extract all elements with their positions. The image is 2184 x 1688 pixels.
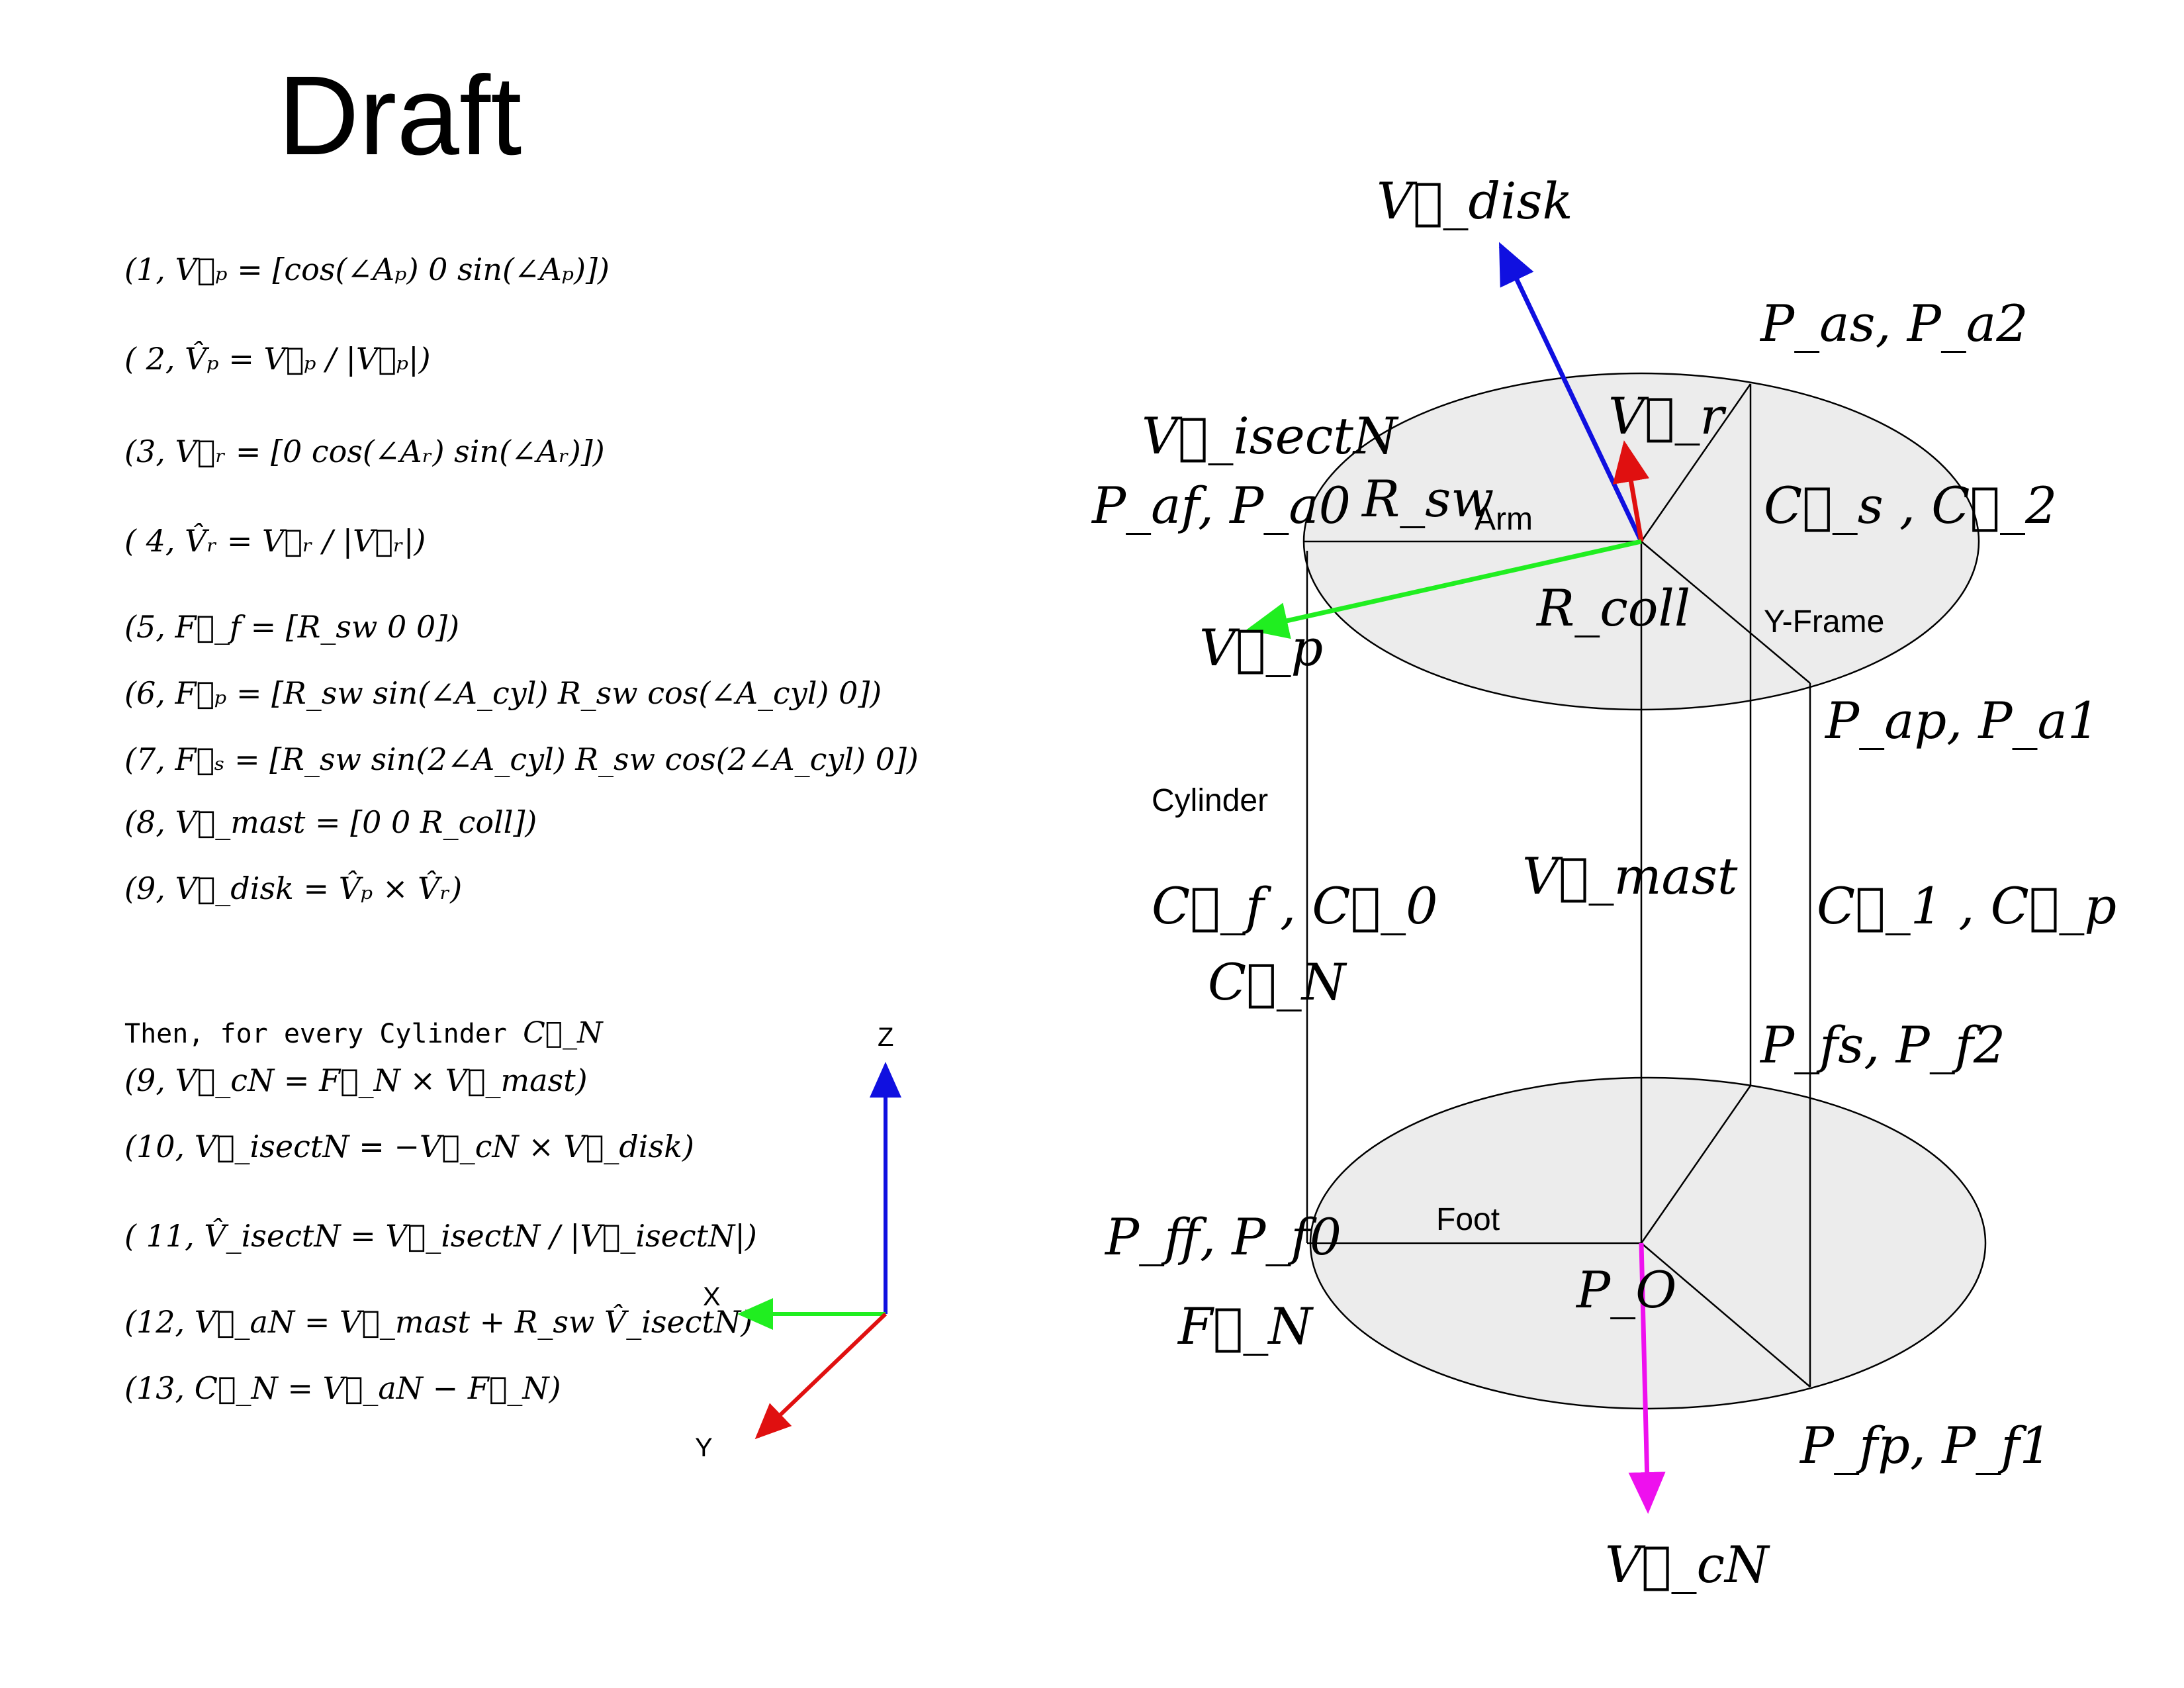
label-f-n: F⃗_N	[1177, 1297, 1314, 1356]
label-v-mast: V⃗_mast	[1522, 847, 1738, 906]
then-symbol: C⃗_N	[523, 1016, 603, 1050]
label-p-af: P_af, P_a0	[1091, 476, 1351, 535]
equation-4: ( 4, V̂ᵣ = V⃗ᵣ / |V⃗ᵣ|)	[124, 523, 426, 559]
v-r-arrow	[1612, 440, 1650, 542]
top-spoke-s	[1640, 383, 1752, 542]
top-spoke-p	[1641, 541, 1811, 684]
label-r-sw: R_sw	[1361, 469, 1494, 528]
label-p-fp: P_fp, P_f1	[1799, 1416, 2052, 1475]
v-disk-arrow	[1498, 242, 1644, 543]
then-line: Then, for every Cylinder C⃗_N	[124, 1016, 603, 1050]
label-cylinder: Cylinder	[1152, 783, 1268, 818]
bottom-spoke-s	[1640, 1085, 1752, 1244]
y-axis-label: Y	[695, 1433, 713, 1462]
diagram-labels: V⃗_disk P_as, P_a2 V⃗_isectN P_af, P_a0 …	[1091, 171, 2116, 1594]
equation-5: (5, F⃗_f = [R_sw 0 0])	[124, 609, 460, 645]
label-v-cn: V⃗_cN	[1605, 1535, 1770, 1594]
label-c-f: C⃗_f , C⃗_0	[1152, 876, 1437, 935]
equation-10: (10, V⃗_isectN = −V⃗_cN × V⃗_disk)	[124, 1129, 694, 1164]
axes-widget: Z X Y	[695, 1023, 901, 1462]
vectors	[1246, 242, 1666, 1514]
label-c-n: C⃗_N	[1208, 953, 1347, 1011]
label-r-coll: R_coll	[1535, 579, 1690, 637]
equation-9b: (9, V⃗_cN = F⃗_N × V⃗_mast)	[124, 1062, 588, 1098]
page-title: Draft	[278, 53, 522, 179]
label-y-frame: Y-Frame	[1764, 604, 1884, 639]
v-cn-arrow	[1628, 1243, 1666, 1514]
label-c-1: C⃗_1 , C⃗_p	[1817, 876, 2116, 935]
label-v-p: V⃗_p	[1199, 618, 1323, 677]
equation-7: (7, F⃗ₛ = [R_sw sin(2∠A_cyl) R_sw cos(2∠…	[124, 741, 919, 777]
label-arm: Arm	[1475, 502, 1533, 537]
label-p-ff: P_ff, P_f0	[1104, 1207, 1342, 1266]
label-c-s: C⃗_s , C⃗_2	[1764, 476, 2057, 535]
equation-12: (12, V⃗_aN = V⃗_mast + R_sw V̂_isectN)	[124, 1304, 753, 1340]
v-p-arrow	[1246, 539, 1642, 639]
z-axis-label: Z	[878, 1023, 893, 1052]
label-p-as: P_as, P_a2	[1759, 294, 2028, 353]
label-p-o: P_O	[1575, 1260, 1676, 1319]
label-foot: Foot	[1436, 1202, 1500, 1237]
label-p-ap: P_ap, P_a1	[1824, 691, 2099, 750]
cylinder-body	[1302, 372, 1987, 1410]
label-p-fs: P_fs, P_f2	[1759, 1015, 2005, 1074]
y-axis	[754, 1312, 887, 1440]
bottom-spoke-p	[1641, 1243, 1811, 1387]
equation-2: ( 2, V̂ₚ = V⃗ₚ / |V⃗ₚ|)	[124, 341, 431, 377]
equation-6: (6, F⃗ₚ = [R_sw sin(∠A_cyl) R_sw cos(∠A_…	[124, 675, 882, 711]
equation-11: ( 11, V̂_isectN = V⃗_isectN / |V⃗_isectN…	[124, 1218, 757, 1254]
equation-1: (1, V⃗ₚ = [cos(∠Aₚ) 0 sin(∠Aₚ)])	[124, 252, 610, 287]
label-v-disk: V⃗_disk	[1377, 171, 1573, 230]
then-text: Then, for every Cylinder	[124, 1019, 507, 1049]
x-axis-label: X	[703, 1282, 721, 1311]
label-v-isectn: V⃗_isectN	[1142, 406, 1399, 465]
equation-8: (8, V⃗_mast = [0 0 R_coll])	[124, 804, 537, 840]
equation-9: (9, V⃗_disk = V̂ₚ × V̂ᵣ)	[124, 870, 463, 906]
equation-3: (3, V⃗ᵣ = [0 cos(∠Aᵣ) sin(∠Aᵣ)])	[124, 434, 605, 469]
equation-13: (13, C⃗_N = V⃗_aN − F⃗_N)	[124, 1370, 561, 1406]
label-v-r: V⃗_r	[1608, 387, 1727, 445]
